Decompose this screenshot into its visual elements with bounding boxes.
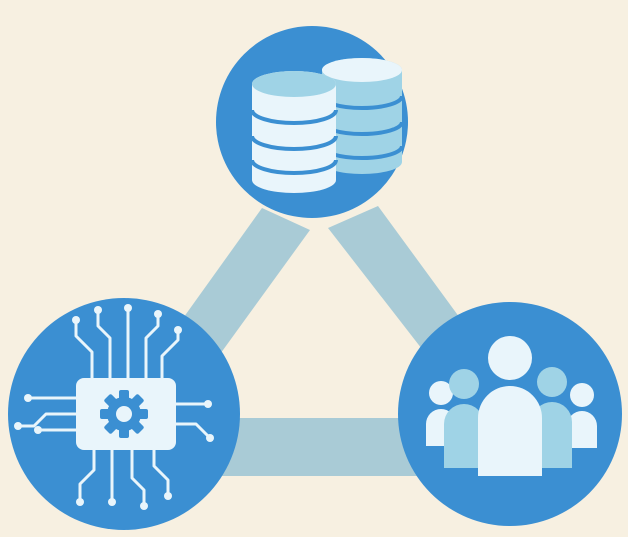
node-technology (8, 298, 240, 530)
connector-technology-people (200, 418, 440, 476)
node-data (216, 26, 408, 218)
node-people (398, 302, 622, 526)
person-icon (444, 369, 484, 468)
database-cylinder-front (250, 71, 338, 193)
person-icon-center (478, 336, 542, 476)
person-icon (567, 383, 597, 448)
connector-data-technology (166, 208, 310, 368)
gear-icon (100, 390, 148, 438)
people-group-icon (426, 336, 597, 476)
circuit-trace-ends (14, 304, 214, 510)
circuit-chip-icon (14, 304, 214, 510)
circuit-traces (18, 310, 210, 506)
connectors (166, 206, 476, 476)
connector-data-people (328, 206, 476, 362)
database-icon (250, 58, 404, 193)
